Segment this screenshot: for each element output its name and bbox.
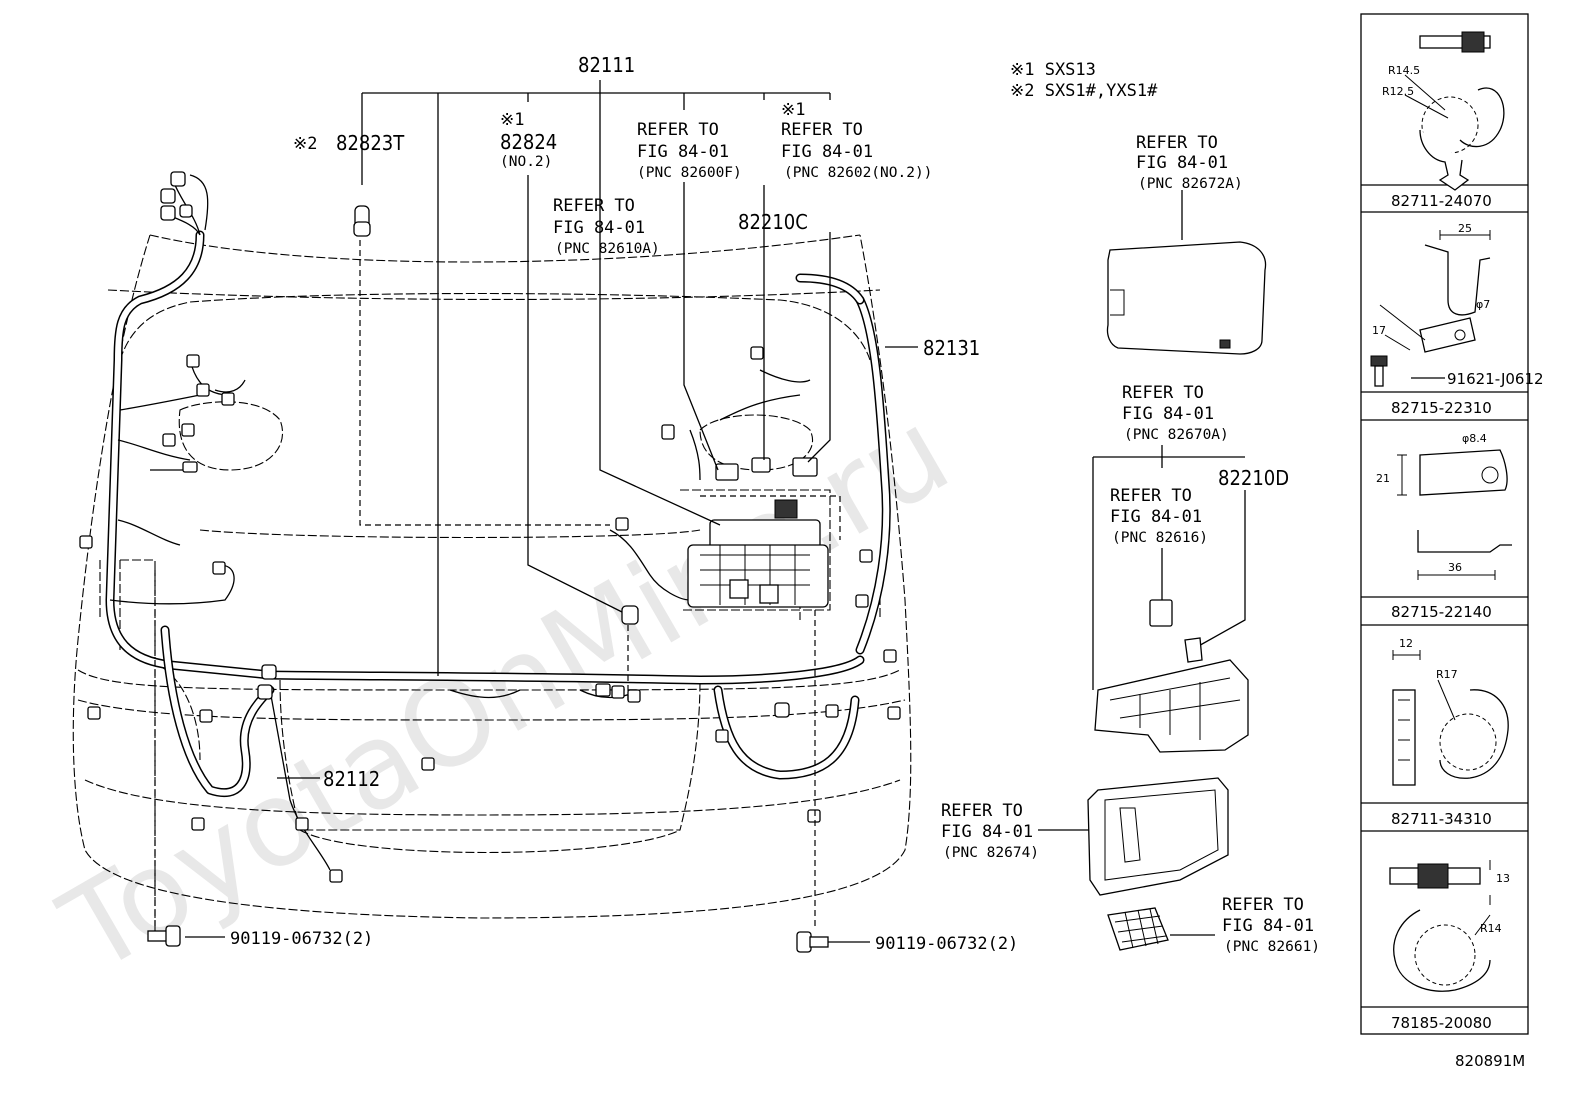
note-1: ※1 SXS13 — [1010, 60, 1096, 80]
svg-text:R14.5: R14.5 — [1388, 64, 1420, 77]
svg-text:REFER TO: REFER TO — [1122, 383, 1204, 403]
svg-text:REFER TO: REFER TO — [1222, 895, 1304, 915]
svg-text:REFER TO: REFER TO — [553, 196, 635, 216]
svg-text:REFER TO: REFER TO — [941, 801, 1023, 821]
refer-82674: REFER TO FIG 84-01 (PNC 82674) — [941, 801, 1039, 861]
svg-text:(PNC 82600F): (PNC 82600F) — [637, 165, 742, 181]
svg-text:REFER TO: REFER TO — [1136, 133, 1218, 153]
clip-82711-24070-icon — [1404, 31, 1505, 191]
part-82715-22310: 82715-22310 — [1391, 399, 1492, 417]
svg-text:25: 25 — [1458, 222, 1472, 235]
svg-text:REFER TO: REFER TO — [637, 120, 719, 140]
svg-text:※1: ※1 — [781, 100, 805, 120]
svg-text:FIG 84-01: FIG 84-01 — [553, 218, 645, 238]
note-2: ※2 SXS1#,YXS1# — [1010, 81, 1158, 101]
watermark: ToyotaOnMine.ru — [39, 382, 971, 1000]
svg-text:(PNC 82672A): (PNC 82672A) — [1138, 176, 1243, 192]
svg-text:φ8.4: φ8.4 — [1462, 432, 1487, 445]
part-82824-mark: ※1 — [500, 110, 524, 130]
part-82112-label: 82112 — [323, 767, 380, 791]
svg-text:17: 17 — [1372, 324, 1386, 337]
svg-text:FIG 84-01: FIG 84-01 — [1136, 153, 1228, 173]
figure-code: 820891M — [1455, 1052, 1525, 1070]
bolt-left-label: 90119-06732(2) — [230, 929, 373, 949]
svg-text:(PNC 82674): (PNC 82674) — [943, 845, 1039, 861]
part-82131-label: 82131 — [923, 336, 980, 360]
svg-text:(PNC 82661): (PNC 82661) — [1224, 939, 1320, 955]
svg-text:(PNC 82670A): (PNC 82670A) — [1124, 427, 1229, 443]
notes: ※1 SXS13 ※2 SXS1#,YXS1# — [1010, 60, 1158, 101]
clip-78185-20080-icon — [1389, 860, 1491, 992]
svg-text:36: 36 — [1448, 561, 1462, 574]
relay-block-base — [1094, 599, 1249, 753]
clip-panel-labels: R14.5 R12.5 82711-24070 25 φ7 17 91621-J… — [1372, 64, 1544, 1032]
clip-82715-22310-icon — [1370, 230, 1491, 387]
svg-text:12: 12 — [1399, 637, 1413, 650]
svg-text:R14: R14 — [1480, 922, 1502, 935]
svg-text:φ7: φ7 — [1476, 298, 1490, 311]
relay-grid-cover — [1107, 907, 1169, 951]
part-82823t-mark: ※2 — [293, 134, 317, 154]
clip-panel — [1360, 13, 1529, 1035]
svg-text:R12.5: R12.5 — [1382, 85, 1414, 98]
svg-text:(PNC 82602(NO.2)): (PNC 82602(NO.2)) — [784, 165, 932, 181]
bolt-right-label: 90119-06732(2) — [875, 934, 1018, 954]
svg-text:(PNC 82610A): (PNC 82610A) — [555, 241, 660, 257]
svg-text:REFER TO: REFER TO — [781, 120, 863, 140]
part-91621-j0612: 91621-J0612 — [1447, 370, 1544, 388]
svg-text:13: 13 — [1496, 872, 1510, 885]
clip-82711-34310-icon — [1392, 650, 1509, 786]
harness-wiring — [105, 174, 891, 871]
svg-text:FIG 84-01: FIG 84-01 — [781, 142, 873, 162]
svg-text:FIG 84-01: FIG 84-01 — [941, 822, 1033, 842]
svg-text:FIG 84-01: FIG 84-01 — [1222, 916, 1314, 936]
part-82210c-label: 82210C — [738, 210, 808, 234]
central-junction-block — [687, 499, 829, 608]
part-82824-sub: (NO.2) — [500, 154, 552, 170]
part-82711-34310: 82711-34310 — [1391, 810, 1492, 828]
refer-82661: REFER TO FIG 84-01 (PNC 82661) — [1222, 895, 1320, 955]
svg-text:REFER TO: REFER TO — [1110, 486, 1192, 506]
svg-text:FIG 84-01: FIG 84-01 — [1110, 507, 1202, 527]
refer-82670a: REFER TO FIG 84-01 (PNC 82670A) — [1122, 383, 1229, 443]
part-82823t-label: 82823T — [336, 131, 405, 155]
part-82824-label: 82824 — [500, 130, 557, 154]
svg-text:FIG 84-01: FIG 84-01 — [1122, 404, 1214, 424]
part-78185-20080: 78185-20080 — [1391, 1014, 1492, 1032]
part-82715-22140: 82715-22140 — [1391, 603, 1492, 621]
refer-82600f: REFER TO FIG 84-01 (PNC 82600F) — [637, 120, 742, 181]
refer-82610a: REFER TO FIG 84-01 (PNC 82610A) — [553, 196, 660, 257]
relay-block-cover — [1106, 241, 1267, 355]
svg-text:(PNC 82616): (PNC 82616) — [1112, 530, 1208, 546]
refer-82602: ※1 REFER TO FIG 84-01 (PNC 82602(NO.2)) — [781, 100, 932, 181]
connectors — [79, 171, 901, 883]
bolt-icon — [147, 925, 829, 953]
refer-82616: REFER TO FIG 84-01 (PNC 82616) — [1110, 486, 1208, 546]
clip-82715-22140-icon — [1397, 449, 1512, 580]
leader-lines — [154, 80, 1445, 943]
part-82111-label: 82111 — [578, 53, 635, 77]
relay-block-housing — [1087, 777, 1229, 896]
part-82711-24070: 82711-24070 — [1391, 192, 1492, 210]
part-82210d-label: 82210D — [1218, 466, 1289, 490]
refer-82672a: REFER TO FIG 84-01 (PNC 82672A) — [1136, 133, 1243, 192]
svg-text:FIG 84-01: FIG 84-01 — [637, 142, 729, 162]
svg-text:R17: R17 — [1436, 668, 1458, 681]
svg-text:21: 21 — [1376, 472, 1390, 485]
